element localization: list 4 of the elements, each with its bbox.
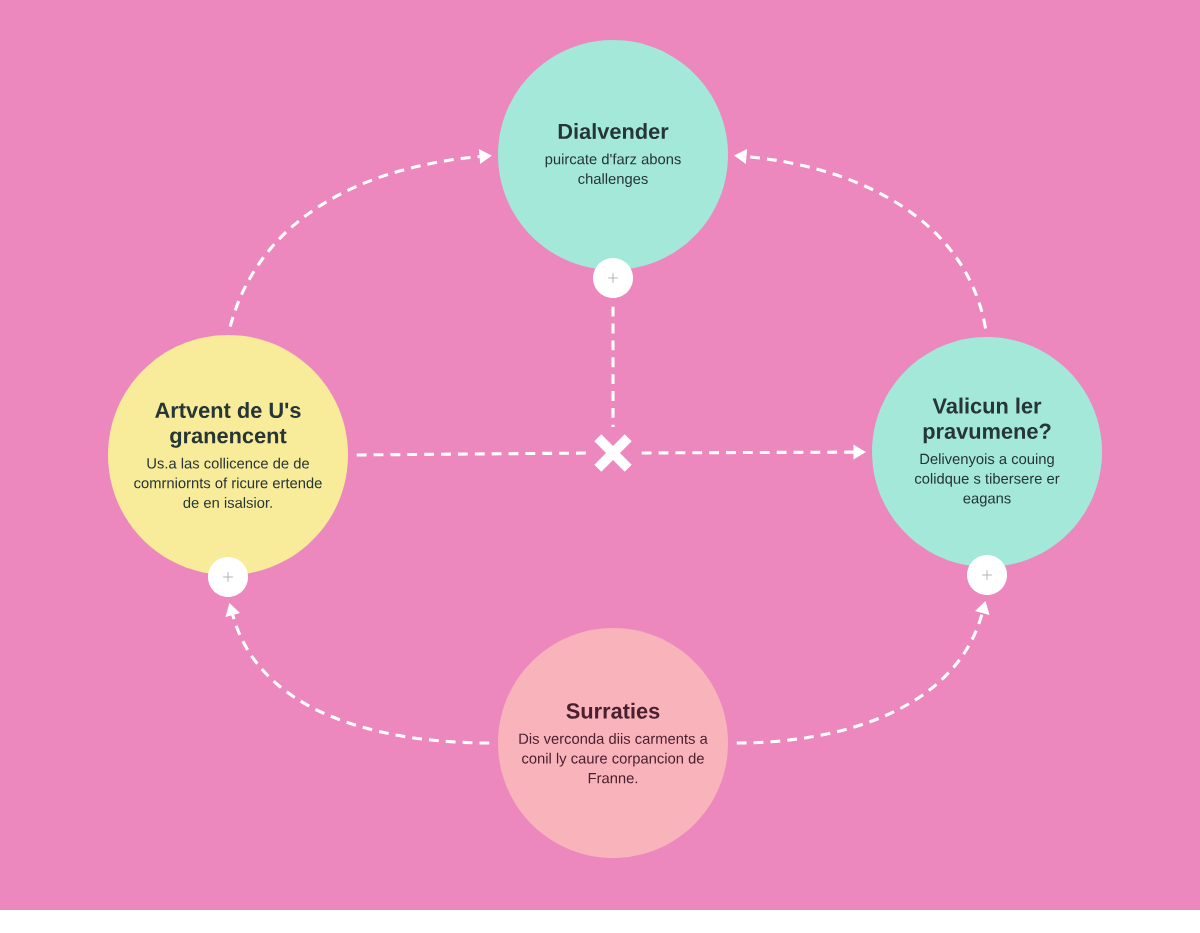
plus-button xyxy=(208,557,248,597)
cross-mark xyxy=(593,433,633,473)
plus-button xyxy=(593,258,633,298)
plus-button xyxy=(967,555,1007,595)
